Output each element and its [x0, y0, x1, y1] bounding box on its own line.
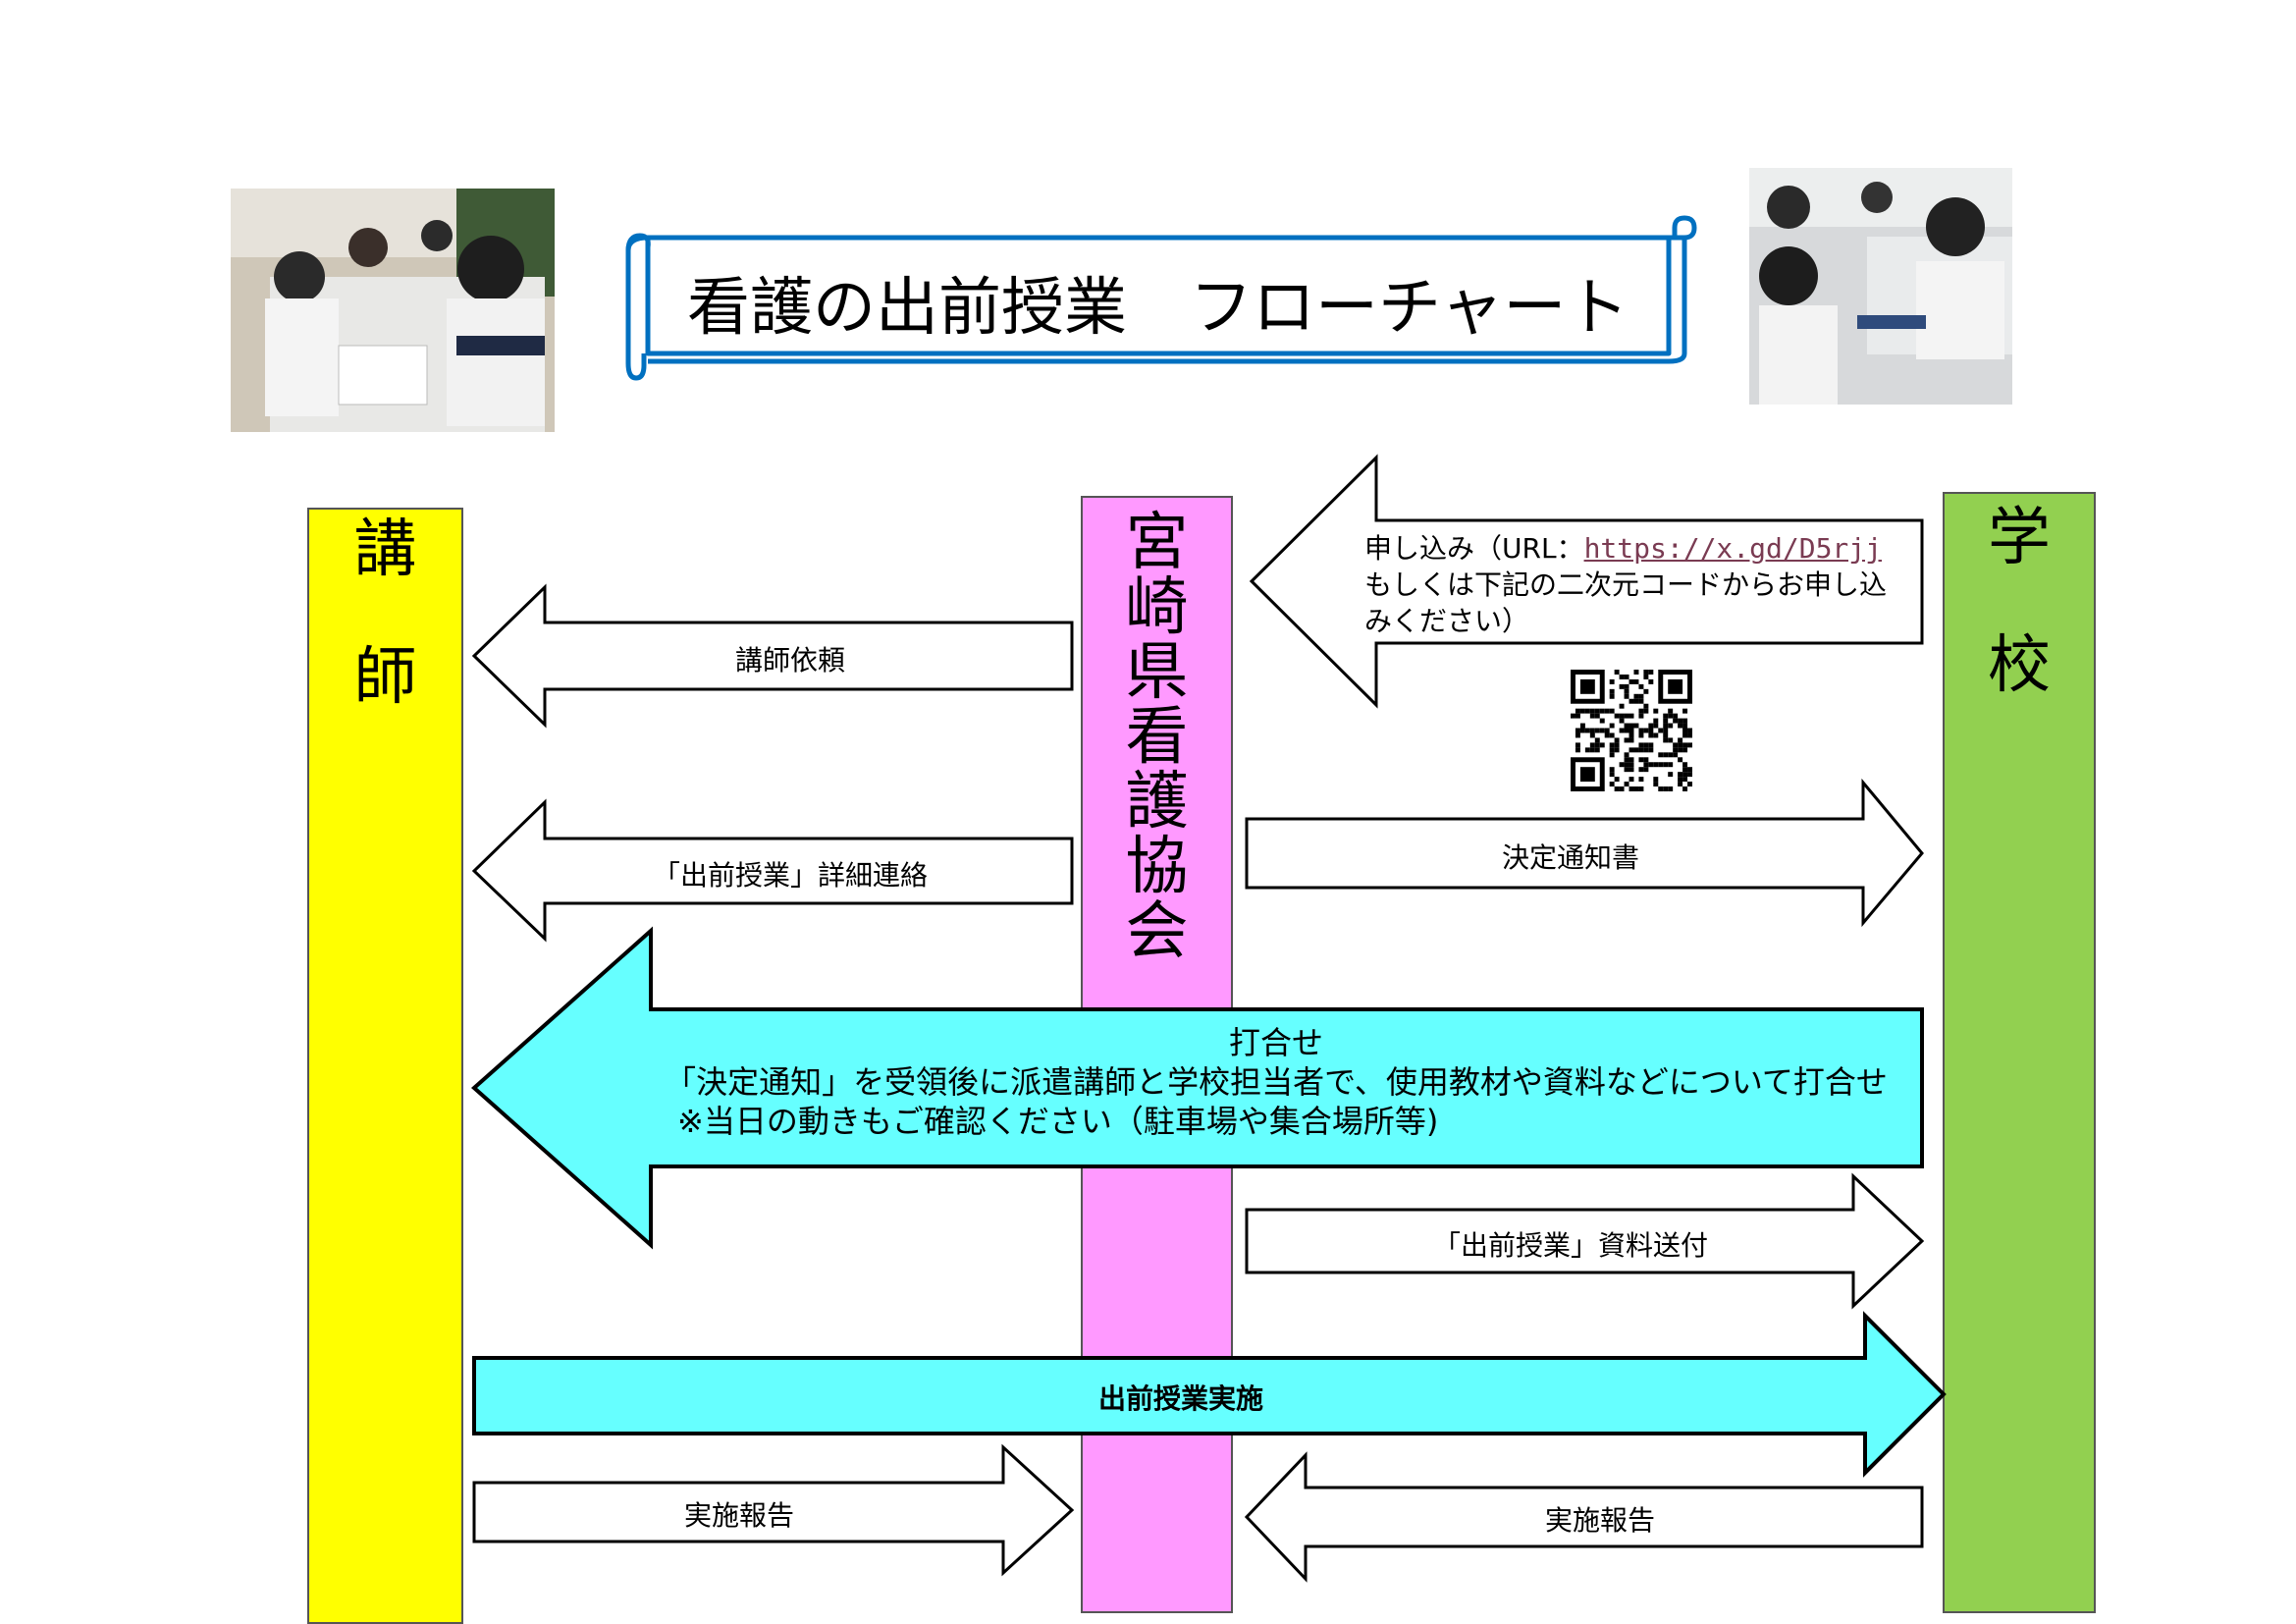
association-char-2: 崎 — [1125, 571, 1189, 644]
school-label: 学 校 — [1944, 507, 2095, 697]
report-from-lecturer-label: 実施報告 — [683, 1499, 794, 1532]
lecturer-request-arrow — [471, 583, 1074, 729]
application-text: 申し込み（URL：https://x.gd/D5rjj もしくは下記の二次元コー… — [1364, 530, 1914, 639]
meeting-text: 打合せ 「決定通知」を受領後に派遣講師と学校担当者で、使用教材や資料などについて… — [638, 1023, 1914, 1141]
association-char-5: 護 — [1125, 766, 1189, 839]
school-char-2: 校 — [1988, 629, 2051, 702]
school-char-1: 学 — [1988, 502, 2051, 574]
report-from-school-label: 実施報告 — [1544, 1504, 1655, 1537]
materials-send-label: 「出前授業」資料送付 — [1432, 1229, 1708, 1262]
implementation-label: 出前授業実施 — [1097, 1382, 1263, 1415]
lecturer-char-2: 師 — [353, 641, 417, 714]
report-from-school-arrow — [1244, 1451, 1924, 1583]
application-prefix: 申し込み（URL： — [1364, 532, 1584, 565]
implementation-arrow — [472, 1311, 1947, 1478]
association-char-3: 県 — [1125, 636, 1189, 709]
title-scroll-banner — [625, 215, 1697, 381]
classroom-photo-right — [1749, 168, 2012, 405]
association-label: 宮 崎 県 看 護 協 会 — [1082, 511, 1232, 964]
lecturer-label: 講 師 — [308, 518, 462, 709]
report-from-lecturer-arrow — [472, 1443, 1075, 1577]
meeting-arrow — [470, 926, 1924, 1250]
qr-code-icon — [1571, 670, 1692, 791]
lecturer-request-label: 講師依頼 — [734, 644, 845, 677]
application-line-2: もしくは下記の二次元コードからお申し込 — [1364, 568, 1888, 601]
association-char-6: 協 — [1125, 831, 1189, 903]
detail-contact-arrow — [471, 798, 1074, 943]
application-line-3: みください） — [1364, 605, 1530, 637]
classroom-photo-left — [231, 189, 555, 432]
meeting-line-1: 「決定通知」を受領後に派遣講師と学校担当者で、使用教材や資料などについて打合せ — [665, 1063, 1888, 1101]
association-char-7: 会 — [1125, 895, 1189, 968]
association-char-4: 看 — [1125, 701, 1189, 774]
association-char-1: 宮 — [1125, 507, 1189, 579]
lecturer-column-bar — [307, 508, 463, 1624]
school-column-bar — [1943, 492, 2096, 1613]
application-url-link[interactable]: https://x.gd/D5rjj — [1583, 532, 1882, 565]
detail-contact-label: 「出前授業」詳細連絡 — [652, 859, 928, 892]
decision-notice-label: 決定通知書 — [1501, 841, 1639, 874]
lecturer-char-1: 講 — [353, 514, 417, 586]
meeting-title: 打合せ — [1228, 1024, 1323, 1061]
materials-send-arrow — [1245, 1172, 1925, 1310]
meeting-line-2: ※当日の動きもご確認ください（駐車場や集合場所等) — [677, 1103, 1439, 1140]
decision-notice-arrow — [1245, 778, 1924, 928]
application-arrow — [1249, 454, 1924, 709]
page-title: 看護の出前授業 フローチャート — [687, 272, 1629, 345]
